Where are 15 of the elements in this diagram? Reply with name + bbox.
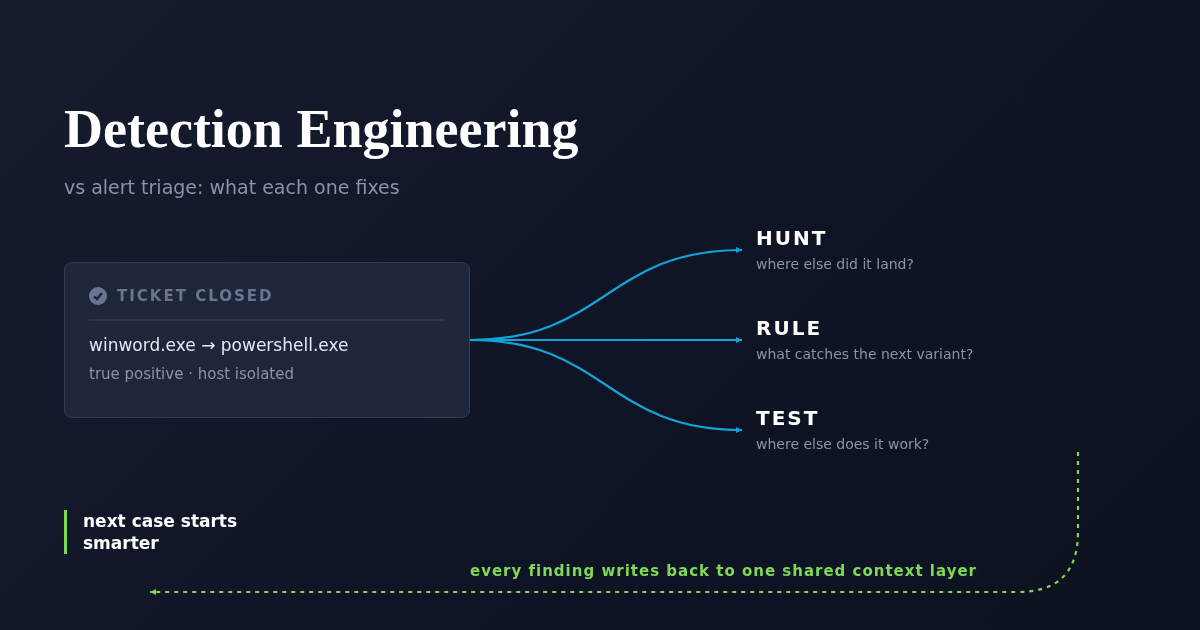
status-text: true positive · host isolated — [89, 365, 295, 383]
process-chain-text: winword.exe → powershell.exe — [89, 335, 350, 355]
arrow — [469, 338, 743, 433]
branch-heading: RULE — [756, 316, 823, 340]
ticket-card — [64, 262, 470, 418]
branch-heading: HUNT — [756, 226, 828, 250]
branch-heading: TEST — [756, 406, 820, 430]
branch-question: what catches the next variant? — [756, 346, 974, 362]
branch-question: where else does it work? — [756, 436, 930, 452]
subtitle: vs alert triage: what each one fixes — [64, 176, 400, 198]
card-heading: TICKET CLOSED — [117, 287, 274, 305]
branch-question: where else did it land? — [756, 256, 914, 272]
callout-text: next case starts smarter — [64, 510, 263, 554]
dashed-arrow — [150, 452, 1080, 595]
title: Detection Engineering — [64, 98, 579, 160]
